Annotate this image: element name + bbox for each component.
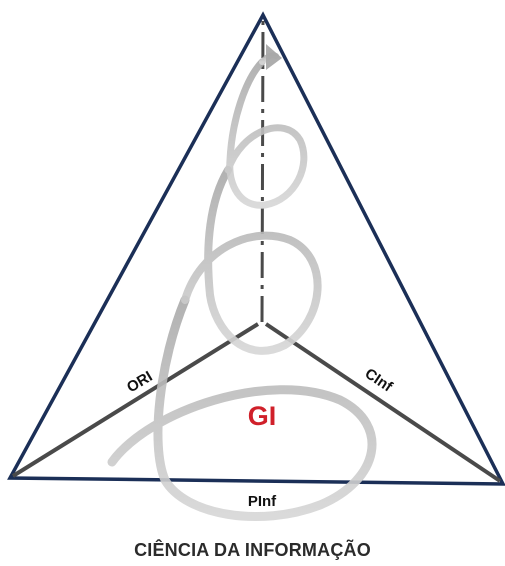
axis-line-vertical-dashed <box>260 17 265 323</box>
knowledge-spiral <box>107 52 377 522</box>
center-label-gi: GI <box>248 401 277 431</box>
diagram-caption: CIÊNCIA DA INFORMAÇÃO <box>134 540 371 560</box>
triangle-outline <box>7 11 505 486</box>
axis-label-pinf: PInf <box>248 493 277 510</box>
axis-line-cinf <box>264 322 502 483</box>
spiral-arrowhead <box>266 44 282 70</box>
axis-line-ori <box>11 322 260 478</box>
